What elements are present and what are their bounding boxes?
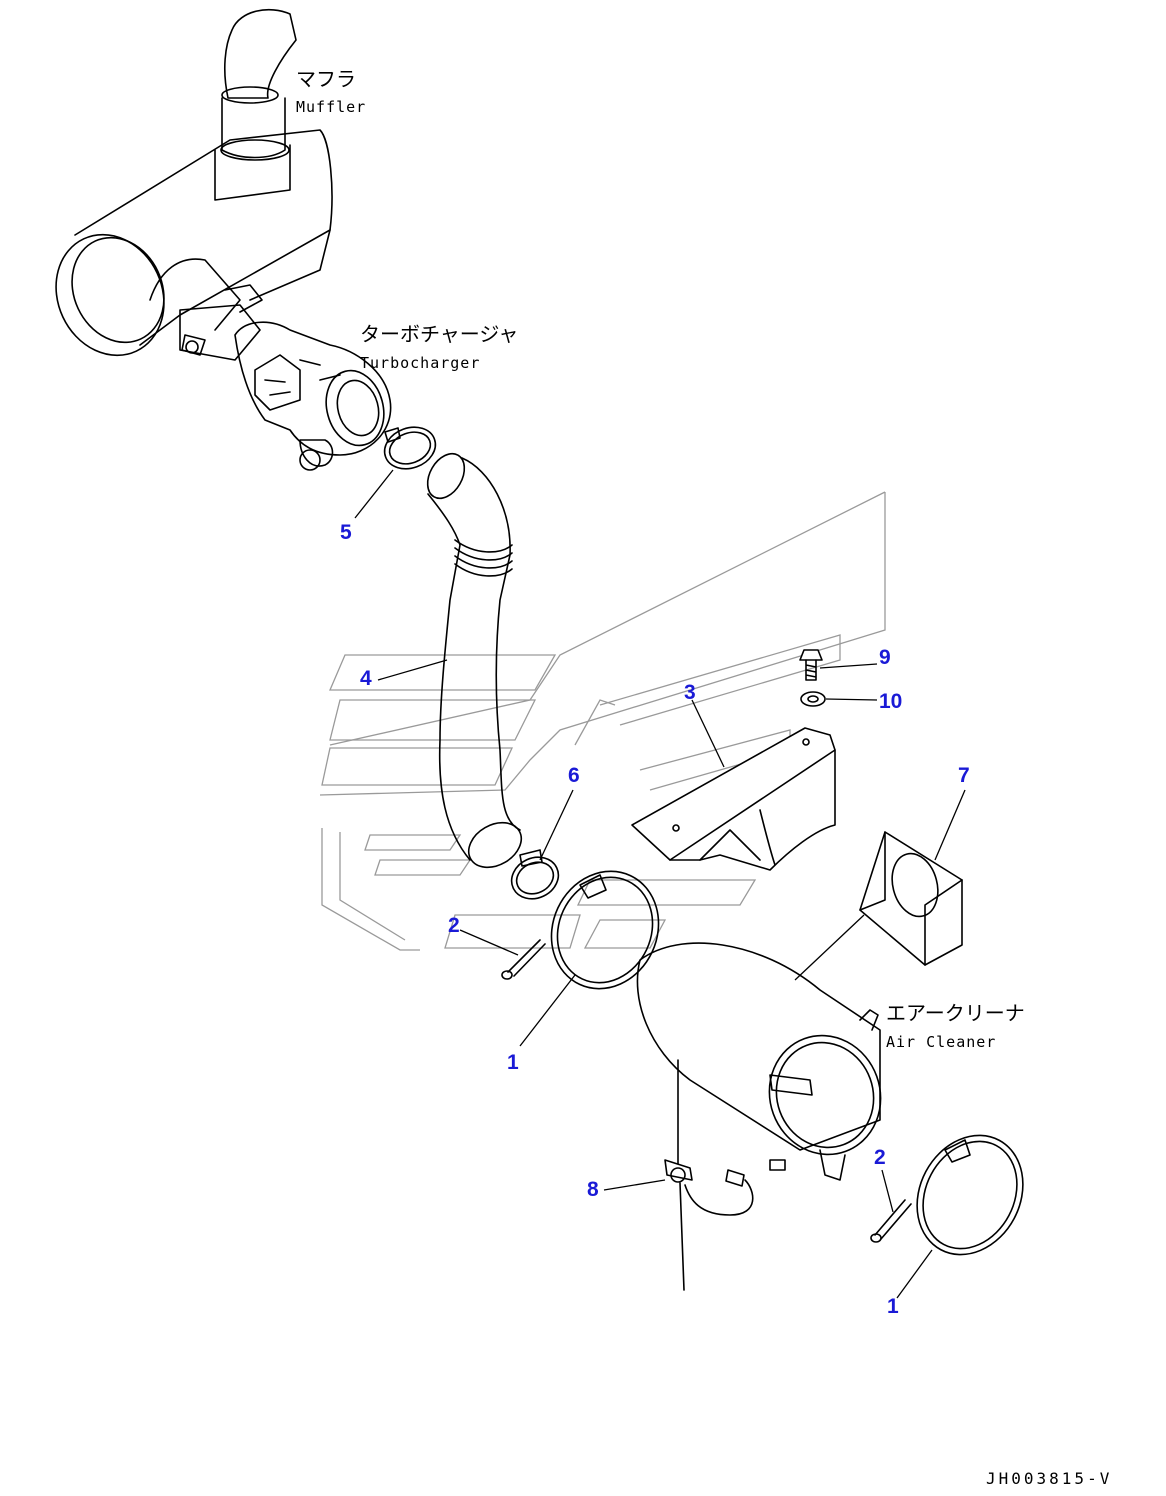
sensor-part-8 xyxy=(664,1059,754,1291)
drawing-code: JH003815-V xyxy=(986,1469,1112,1488)
component-labels: マフラ Muffler ターボチャージャ Turbocharger エアークリー… xyxy=(296,67,1025,1051)
callout-4[interactable]: 4 xyxy=(360,667,372,690)
callout-labels: 5 4 3 9 10 6 7 2 1 8 2 1 xyxy=(340,521,970,1318)
turbocharger-label-en: Turbocharger xyxy=(360,354,480,372)
clamp-part-5 xyxy=(383,426,437,470)
band-part-1-left xyxy=(550,870,660,990)
turbocharger-label-jp: ターボチャージャ xyxy=(360,322,518,346)
block-part-7 xyxy=(859,831,963,966)
bolt-part-2-left xyxy=(501,939,546,980)
callout-9[interactable]: 9 xyxy=(879,646,891,669)
callout-5[interactable]: 5 xyxy=(340,521,352,544)
turbocharger xyxy=(179,304,392,471)
clamp-part-6 xyxy=(510,849,560,900)
callout-2-right[interactable]: 2 xyxy=(874,1146,886,1169)
callout-1-left[interactable]: 1 xyxy=(507,1051,519,1074)
callout-3[interactable]: 3 xyxy=(684,681,696,704)
aircleaner-label-jp: エアークリーナ xyxy=(886,1001,1025,1025)
aircleaner-label-en: Air Cleaner xyxy=(886,1033,996,1051)
machine-frame-outline xyxy=(319,491,886,951)
muffler-label-en: Muffler xyxy=(296,98,366,116)
callout-10[interactable]: 10 xyxy=(879,690,902,713)
bolt-part-2-right xyxy=(870,1199,912,1243)
band-part-1-right xyxy=(916,1134,1024,1256)
muffler xyxy=(55,8,333,357)
callout-1-right[interactable]: 1 xyxy=(887,1295,899,1318)
bracket-part-3 xyxy=(631,727,836,871)
bolt-part-9 xyxy=(799,649,823,681)
callout-7[interactable]: 7 xyxy=(958,764,970,787)
muffler-label-jp: マフラ xyxy=(296,67,356,91)
callout-8[interactable]: 8 xyxy=(587,1178,599,1201)
air-cleaner xyxy=(636,942,882,1181)
leader-lines xyxy=(354,469,966,1299)
callout-2-left[interactable]: 2 xyxy=(448,914,460,937)
hose-part-4 xyxy=(426,452,523,869)
washer-part-10 xyxy=(800,691,826,707)
callout-6[interactable]: 6 xyxy=(568,764,580,787)
